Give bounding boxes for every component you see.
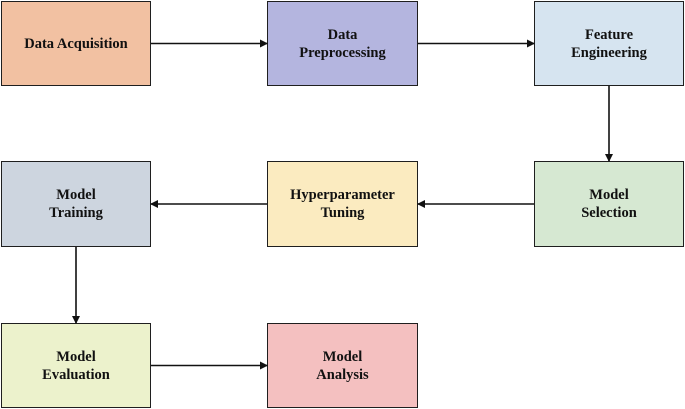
node-label-line-1: Model — [322, 348, 363, 365]
node-data-acquisition: Data Acquisition — [1, 1, 151, 86]
node-label: Data Acquisition — [24, 35, 128, 52]
node-label-line-2: Analysis — [316, 366, 369, 383]
edge-layer — [72, 39, 613, 370]
node-label-line-2: Evaluation — [42, 366, 110, 383]
node-model-analysis: Model Analysis — [267, 323, 418, 408]
node-label-line-2: Tuning — [320, 205, 365, 221]
node-label-line-2: Selection — [581, 205, 637, 221]
node-model-training: Model Training — [1, 161, 151, 247]
node-label-line-1: Model — [56, 187, 96, 203]
node-label-line-2: Engineering — [571, 44, 647, 61]
node-data-preprocessing: Data Preprocessing — [267, 1, 418, 86]
node-label-line-2: Preprocessing — [299, 44, 386, 61]
node-label-line-1: Feature — [584, 26, 634, 43]
node-model-evaluation: Model Evaluation — [1, 323, 151, 408]
node-label-line-1: Model — [56, 348, 96, 365]
node-feature-engineering: Feature Engineering — [534, 1, 684, 86]
node-label-line-2: Training — [49, 205, 103, 221]
node-label-line-1: Data — [327, 26, 358, 43]
node-hyperparameter-tuning: Hyperparameter Tuning — [267, 161, 418, 247]
node-label-line-1: Hyperparameter — [290, 187, 395, 203]
node-label-line-1: Model — [589, 187, 629, 203]
